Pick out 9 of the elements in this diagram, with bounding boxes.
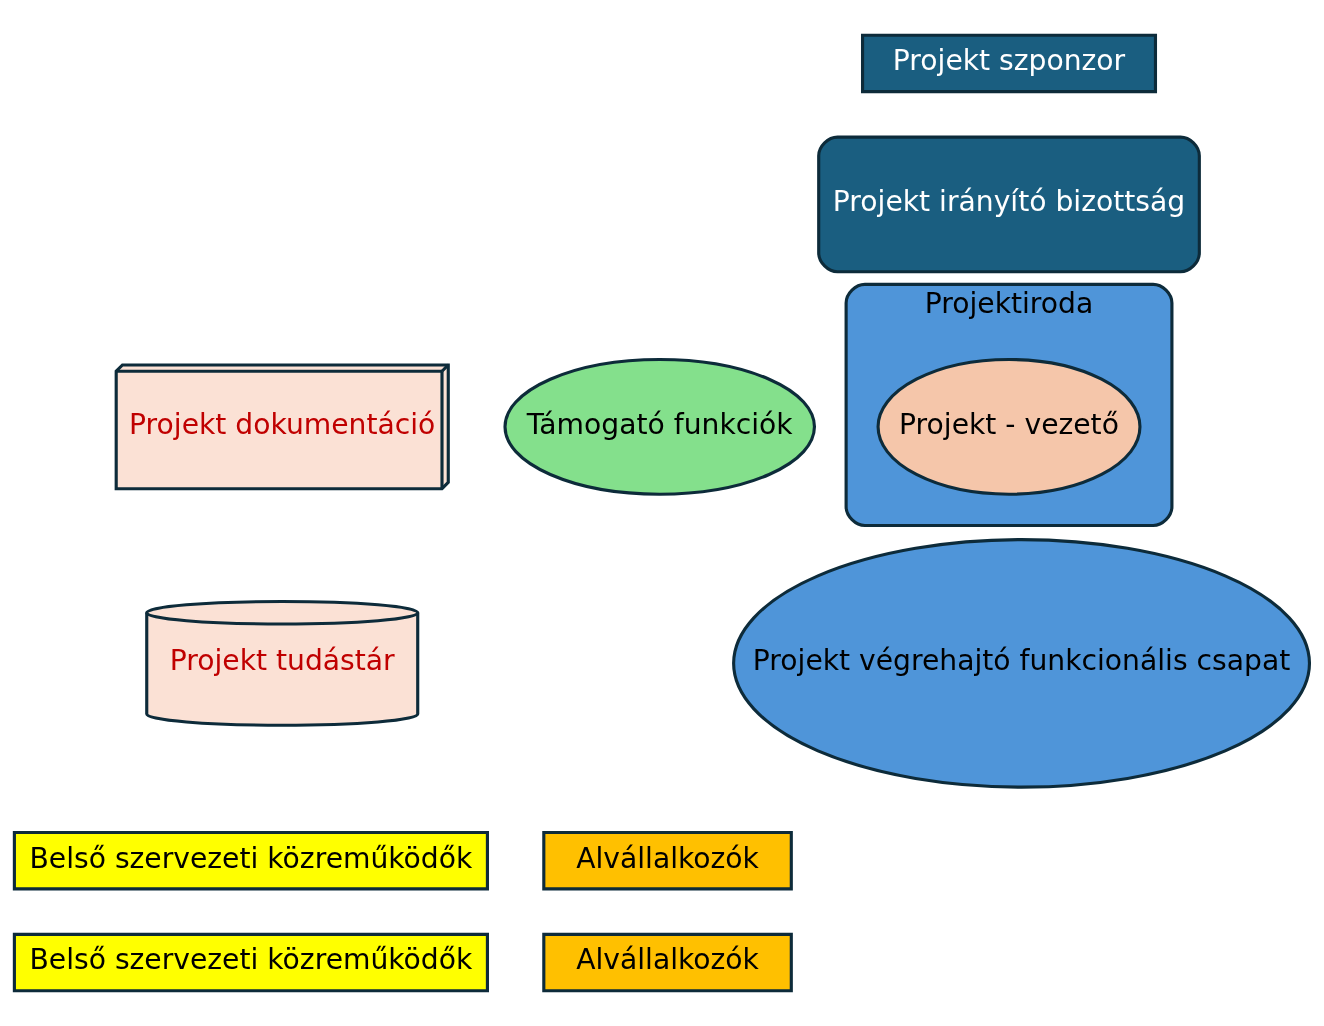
node-box: Projekt irányító bizottság bbox=[817, 135, 1201, 274]
node-box: Belső szervezeti közreműködők bbox=[12, 932, 489, 993]
node-box: Projekt szponzor bbox=[861, 33, 1158, 94]
node-box: Alvállalkozók bbox=[542, 830, 793, 891]
node-box: Belső szervezeti közreműködők bbox=[12, 830, 489, 891]
node-ellipse: Projekt - vezető bbox=[876, 357, 1142, 496]
node-box: Alvállalkozók bbox=[542, 932, 793, 993]
node-ellipse: Projekt végrehajtó funkcionális csapat bbox=[732, 538, 1312, 789]
node-ellipse: Támogató funkciók bbox=[503, 357, 816, 496]
